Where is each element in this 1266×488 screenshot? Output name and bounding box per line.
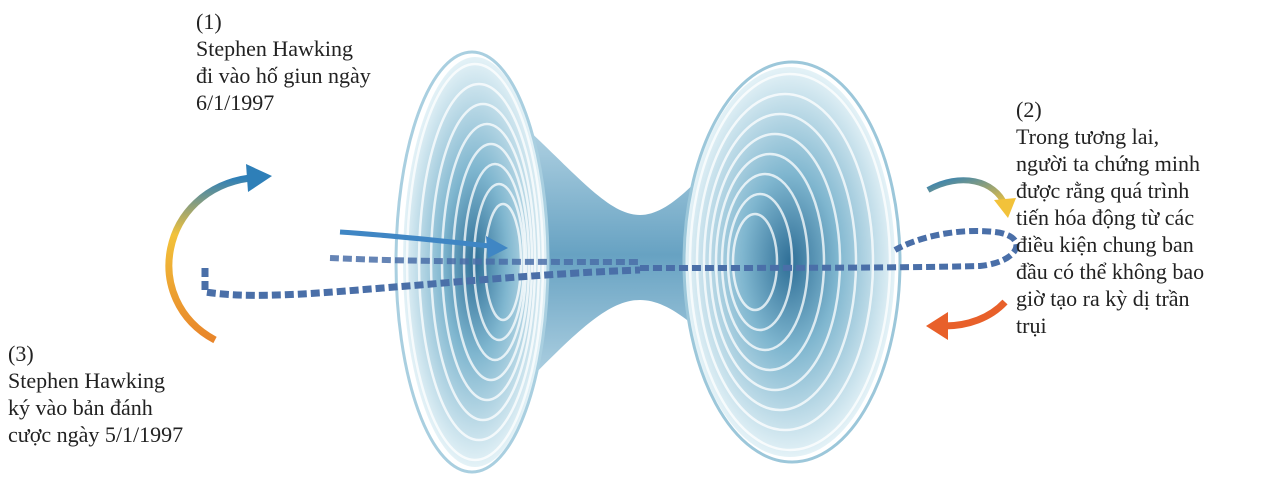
annotation-number: (1)	[196, 8, 371, 35]
annotation-line: tiến hóa động từ các	[1016, 204, 1204, 231]
annotation-line: cược ngày 5/1/1997	[8, 421, 183, 448]
annotation-line: Stephen Hawking	[196, 35, 371, 62]
left-cycle-arrow	[169, 164, 272, 340]
annotation-line: trụi	[1016, 312, 1204, 339]
annotation-number: (2)	[1016, 96, 1204, 123]
annotation-line: đầu có thể không bao	[1016, 258, 1204, 285]
annotation-1: (1) Stephen Hawking đi vào hố giun ngày …	[196, 8, 371, 116]
annotation-line: 6/1/1997	[196, 89, 371, 116]
annotation-line: đi vào hố giun ngày	[196, 62, 371, 89]
annotation-line: giờ tạo ra kỳ dị trần	[1016, 285, 1204, 312]
annotation-3: (3) Stephen Hawking ký vào bản đánh cược…	[8, 340, 183, 448]
right-top-arrow	[928, 180, 1016, 218]
annotation-line: người ta chứng minh	[1016, 150, 1204, 177]
right-funnel-mouth	[684, 62, 900, 462]
annotation-2: (2) Trong tương lai, người ta chứng minh…	[1016, 96, 1204, 339]
annotation-line: điều kiện chung ban	[1016, 231, 1204, 258]
annotation-number: (3)	[8, 340, 183, 367]
annotation-line: Trong tương lai,	[1016, 123, 1204, 150]
right-bottom-arrow	[926, 302, 1005, 340]
annotation-line: Stephen Hawking	[8, 367, 183, 394]
annotation-line: ký vào bản đánh	[8, 394, 183, 421]
annotation-line: được rằng quá trình	[1016, 177, 1204, 204]
